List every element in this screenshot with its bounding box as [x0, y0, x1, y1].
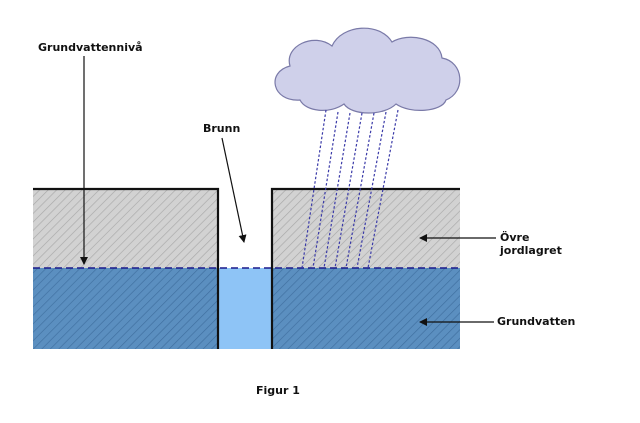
ground-outline-right [270, 187, 460, 349]
ground-outline-left [33, 187, 220, 349]
cloud-icon [274, 27, 461, 114]
figure-caption: Figur 1 [256, 384, 300, 397]
label-well: Brunn [203, 122, 241, 135]
upper-soil-left [33, 189, 218, 268]
well-water [218, 268, 272, 349]
groundwater-right [272, 268, 460, 349]
label-groundwater-level: Grundvattennivå [38, 41, 143, 54]
label-upper-soil-line1: Övre [500, 231, 530, 244]
upper-soil-right [272, 189, 460, 268]
label-groundwater: Grundvatten [497, 315, 576, 328]
arrow-well [221, 137, 247, 243]
groundwater-left [33, 268, 218, 349]
label-upper-soil-line2: jordlagret [500, 244, 562, 257]
label-upper-soil: Övre jordlagret [500, 231, 562, 257]
rain-icon [301, 109, 399, 269]
